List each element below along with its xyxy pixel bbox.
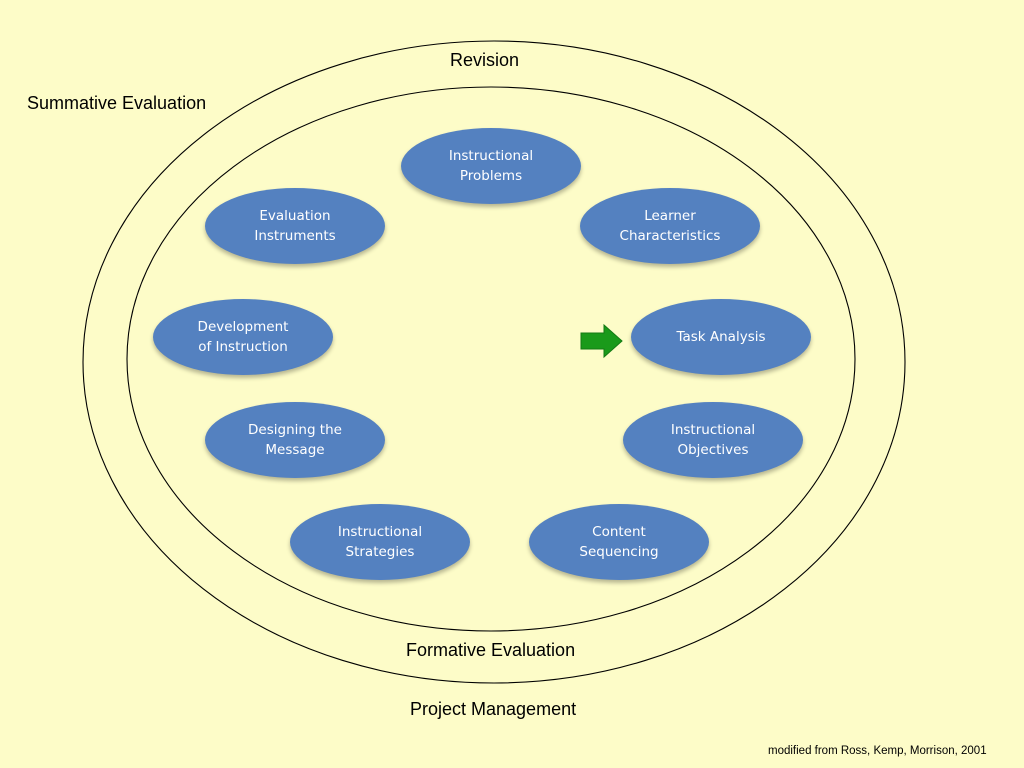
node-label: Learner Characteristics: [619, 208, 721, 244]
node-designing-the-message[interactable]: Designing the Message: [205, 402, 385, 478]
node-label: Instructional Objectives: [670, 422, 756, 458]
node-label: Instructional Problems: [448, 148, 534, 184]
node-label: Task Analysis: [676, 329, 766, 345]
right-arrow-icon: [580, 323, 623, 359]
node-instructional-objectives[interactable]: Instructional Objectives: [623, 402, 803, 478]
node-evaluation-instruments[interactable]: Evaluation Instruments: [205, 188, 385, 264]
inner-ring: [126, 86, 856, 632]
node-label: Instructional Strategies: [337, 524, 423, 560]
node-development-of-instruction[interactable]: Development of Instruction: [153, 299, 333, 375]
node-label: Content Sequencing: [579, 524, 659, 560]
credit-note: modified from Ross, Kemp, Morrison, 2001: [768, 745, 987, 757]
formative-evaluation-label: Formative Evaluation: [406, 640, 576, 660]
node-label: Designing the Message: [248, 422, 342, 458]
node-label: Development of Instruction: [197, 319, 289, 355]
revision-label: Revision: [450, 50, 520, 70]
node-content-sequencing[interactable]: Content Sequencing: [529, 504, 709, 580]
summative-evaluation-label: Summative Evaluation: [27, 93, 207, 113]
outer-ring: [82, 40, 906, 684]
node-label: Evaluation Instruments: [254, 208, 336, 244]
project-management-label: Project Management: [410, 699, 577, 719]
node-instructional-strategies[interactable]: Instructional Strategies: [290, 504, 470, 580]
node-learner-characteristics[interactable]: Learner Characteristics: [580, 188, 760, 264]
node-task-analysis[interactable]: Task Analysis: [631, 299, 811, 375]
node-instructional-problems[interactable]: Instructional Problems: [401, 128, 581, 204]
